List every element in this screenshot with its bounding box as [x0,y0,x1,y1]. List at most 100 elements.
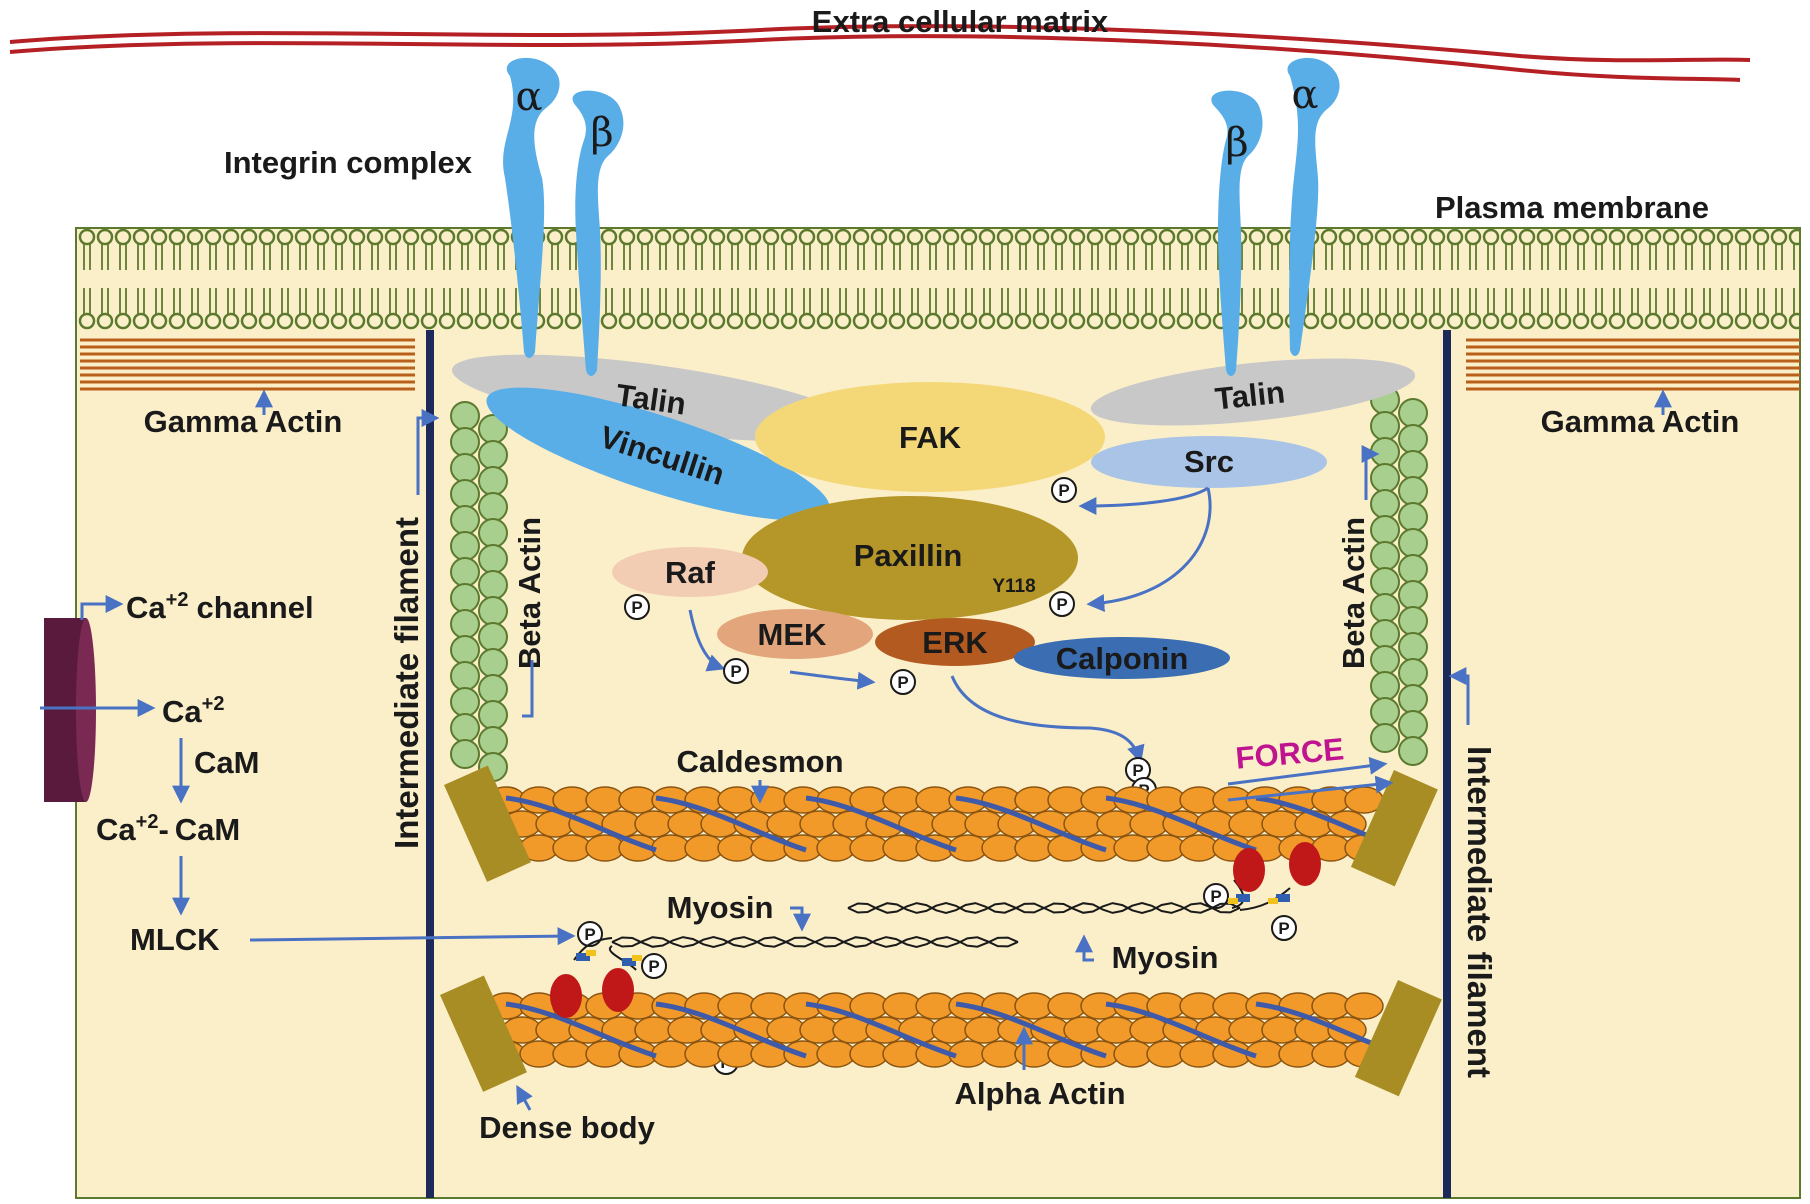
intermediate-filament-right-arrow [1448,667,1470,725]
beta-actin-bead [478,518,508,548]
beta-actin-bead [478,440,508,470]
myosin-head [1289,842,1321,886]
ca-ion-label: Ca+2 [162,693,224,729]
myosin-filament-left [550,935,1019,1018]
phosphate-marker: P [1051,477,1077,503]
cam-label: CaM [194,745,259,780]
dense-body-upper-left [444,765,531,882]
gamma-actin-right-label: Gamma Actin [1541,404,1740,439]
beta-actin-left-label: Beta Actin [512,517,547,669]
beta-actin-bead [1370,411,1400,441]
intermediate-filament-right-label: Intermediate filament [1461,746,1498,1078]
beta-actin-bead [1398,658,1428,688]
erk-label: ERK [922,625,988,660]
myosin-left-label: Myosin [667,890,774,925]
svg-text:P: P [897,673,908,692]
svg-text:P: P [584,925,595,944]
myosin-right-label: Myosin [1112,940,1219,975]
beta-actin-bead [1398,710,1428,740]
intermediate-filament-left-label: Intermediate filament [388,517,425,849]
caldesmon-strand [1105,1001,1257,1059]
beta-actin-bead [1398,398,1428,428]
filament-labels: Caldesmon FORCE Myosin Myosin Alpha Acti… [479,731,1394,1145]
integrin-complex-label: Integrin complex [224,145,473,180]
phosphate-marker: P [1203,883,1229,909]
beta-actin-right-label: Beta Actin [1336,517,1371,669]
integrin-complex-left: α β Integrin complex [224,57,624,376]
phosphate-marker: P [577,921,603,947]
plasma-membrane: Plasma membrane [78,190,1800,330]
alpha-actin-monomer [1344,992,1384,1020]
svg-text:P: P [730,662,741,681]
signaling-arrows [249,486,1212,946]
y118-label: Y118 [992,576,1035,597]
beta-actin-bead [1370,593,1400,623]
phospho-markers: PPPPPPPPPPPP [577,477,1297,1075]
ecm-label: Extra cellular matrix [812,4,1109,39]
integrin-complex-right: α β [1211,57,1340,376]
integrin-alpha-right: α [1291,72,1318,118]
beta-actin-bead [478,466,508,496]
caldesmon-strand [805,795,957,853]
calponin [1014,637,1230,679]
beta-actin-bead [478,674,508,704]
beta-actin-bead [1370,671,1400,701]
svg-text:P: P [1210,887,1221,906]
caldesmon-label: Caldesmon [676,744,843,779]
beta-actin-bead [1398,632,1428,662]
ca-cam-complex-label: Ca+2-CaM [96,811,240,847]
caldesmon-strand [505,1001,657,1059]
src-label: Src [1184,444,1234,479]
integrin-beta-left: β [590,110,613,156]
caldesmon-strand [955,795,1107,853]
myosin-head [550,974,582,1018]
beta-actin-bead [450,739,480,769]
beta-actin-bead [450,713,480,743]
talin-left [451,354,859,442]
beta-actin-bead [478,726,508,756]
caldesmon-strand [805,1001,957,1059]
calponin-label: Calponin [1056,641,1189,676]
mek [717,609,873,659]
beta-actin-bead [450,453,480,483]
plasma-membrane-label: Plasma membrane [1435,190,1709,225]
beta-actin-bead [1370,515,1400,545]
vincullin [486,387,830,521]
beta-actin-bead [450,557,480,587]
beta-actin-bead [478,544,508,574]
svg-text:P: P [1132,761,1143,780]
dense-body-lower-left [440,975,527,1092]
beta-actin-bead [1398,450,1428,480]
beta-actin-bead [478,596,508,626]
myosin-head [602,968,634,1012]
src [1091,436,1327,488]
myosin-head [1233,848,1265,892]
caldesmon-strand [655,795,807,853]
erk [875,618,1035,666]
beta-actin-bead [478,570,508,600]
beta-actin-bead [450,427,480,457]
beta-actin-bead [1398,424,1428,454]
beta-actin-bead [478,622,508,652]
phosphate-marker: P [890,669,916,695]
beta-actin-bead [450,505,480,535]
phosphate-marker: P [624,594,650,620]
beta-actin-bead [450,479,480,509]
beta-actin-bead [450,609,480,639]
svg-text:P: P [1056,595,1067,614]
beta-actin-bead [1370,489,1400,519]
beta-actin-bead [1398,554,1428,584]
beta-actin-left: Beta Actin [450,401,547,782]
beta-actin-bead [450,661,480,691]
dense-body-lower-right [1354,979,1442,1097]
alpha-actin-label: Alpha Actin [954,1076,1125,1111]
beta-actin-bead [1370,463,1400,493]
beta-actin-bead [1370,697,1400,727]
mek-label: MEK [758,617,828,652]
raf-label: Raf [665,555,716,590]
raf [612,547,768,597]
beta-actin-bead [1370,723,1400,753]
fak [755,382,1105,492]
